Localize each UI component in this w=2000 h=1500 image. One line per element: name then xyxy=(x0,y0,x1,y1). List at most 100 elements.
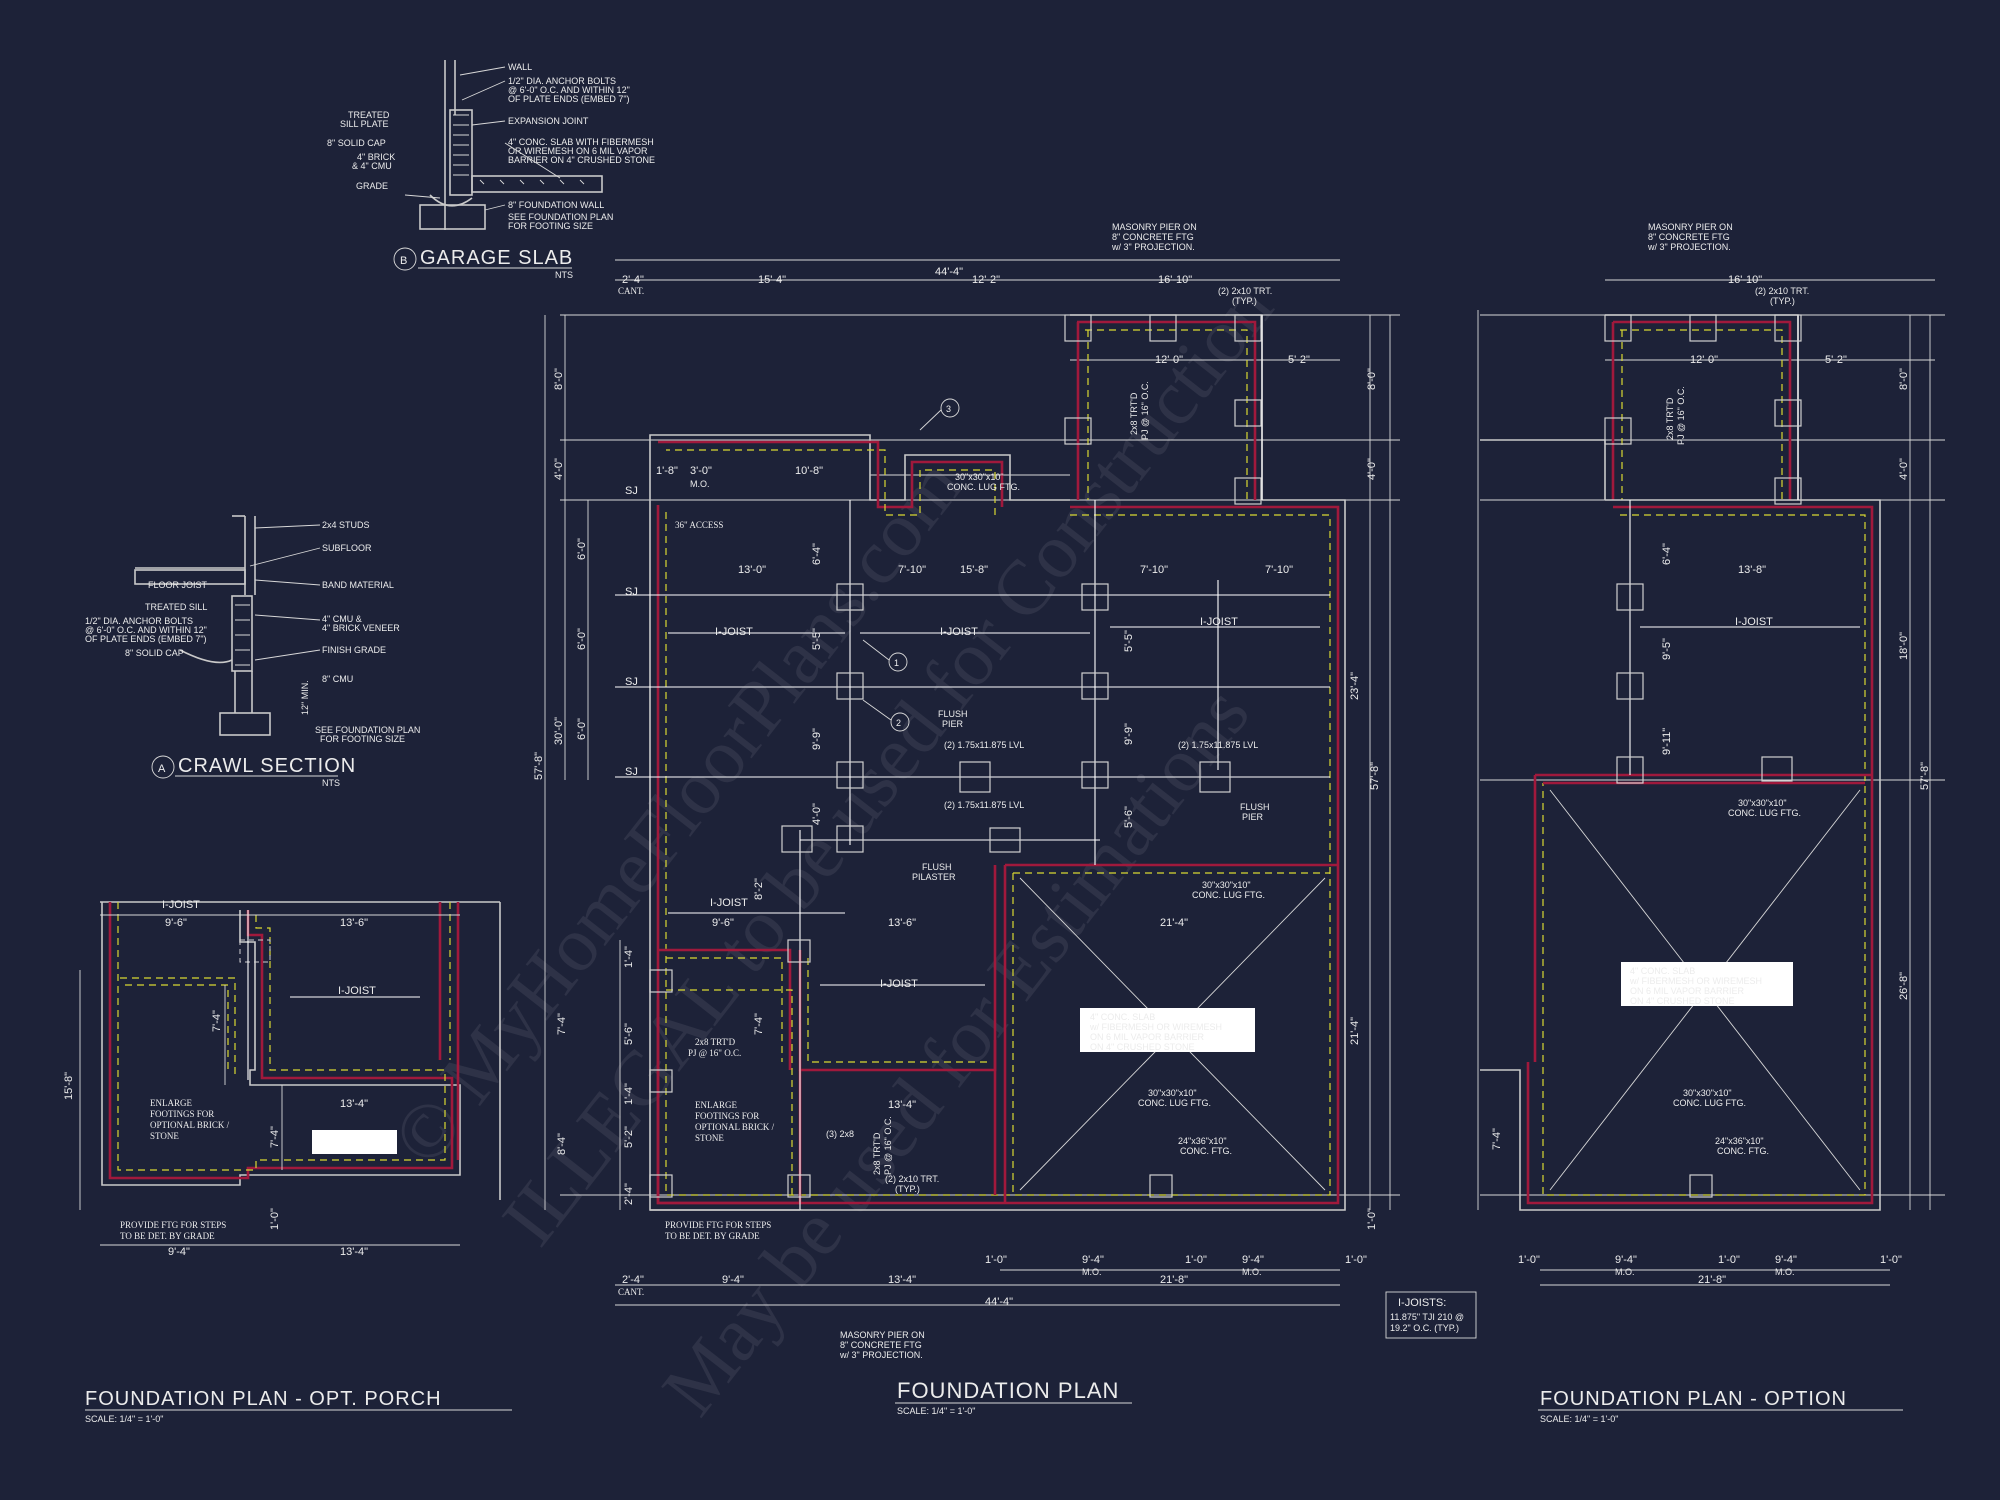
mp-dim-108: 10'-8" xyxy=(795,465,823,477)
gs-note-slab-1: 4" CONC. SLAB WITH FIBERMESH xyxy=(508,137,654,147)
mp-enlarge-2: FOOTINGS FOR xyxy=(695,1111,759,1121)
mp-dim-64: 6'-4" xyxy=(811,543,823,565)
mp-flush-pier2-2: PIER xyxy=(1242,812,1264,822)
gs-left-brick: 4" BRICK xyxy=(357,152,395,162)
mp-dim-214r: 21'-4" xyxy=(1349,1017,1361,1045)
gs-note-wall: WALL xyxy=(508,62,532,72)
mp-slab-3: ON 6 MIL VAPOR BARRIER xyxy=(1090,1032,1205,1042)
mp-dim-overall-top: 44'-4" xyxy=(935,266,963,278)
op-dim-95: 9'-5" xyxy=(1661,638,1673,660)
option-title: FOUNDATION PLAN - OPTION xyxy=(1540,1388,1847,1410)
mp-dim-94d: 9'-4" xyxy=(1242,1254,1264,1266)
mp-dim-710b: 7'-10" xyxy=(1140,564,1168,576)
mp-slab-1: 4" CONC. SLAB xyxy=(1090,1012,1155,1022)
mp-dim-122: 12'-2" xyxy=(972,274,1000,286)
op-pj-1: 2x8 TRT'D xyxy=(1665,397,1675,440)
mp-dim-710c: 7'-10" xyxy=(1265,564,1293,576)
mp-mo-b2: M.O. xyxy=(1242,1267,1262,1277)
cs-left-bolts-2: @ 6'-0" O.C. AND WITHIN 12" xyxy=(85,625,207,635)
porch-dim-74b: 7'-4" xyxy=(269,1126,281,1148)
option-scale: SCALE: 1/4" = 1'-0" xyxy=(1540,1414,1618,1424)
mp-dim-96: 9'-6" xyxy=(712,917,734,929)
mp-pier-bot-1: MASONRY PIER ON xyxy=(840,1330,925,1340)
cs-left-bolts-3: OF PLATE ENDS (EMBED 7") xyxy=(85,634,207,644)
mp-dim-cant-bot: 2'-4" xyxy=(622,1274,644,1286)
option-plan: 16'-10" 12'-0" 5'-2" 13'-8" I-JOIST 21'-… xyxy=(1477,222,1945,1424)
porch-steps-1: PROVIDE FTG FOR STEPS xyxy=(120,1220,226,1230)
mp-trt-bot-1: (2) 2x10 TRT. xyxy=(885,1174,939,1184)
mp-lug1-1: 30"x30"x10" xyxy=(955,472,1004,482)
mp-flush-pier-1: FLUSH xyxy=(938,709,968,719)
mp-dim-14a: 1'-4" xyxy=(623,946,635,968)
mp-joist-5: I-JOIST xyxy=(880,978,918,990)
op-dim-138: 13'-8" xyxy=(1738,564,1766,576)
op-lug2-2: CONC. LUG FTG. xyxy=(1673,1098,1746,1108)
mp-dim-55a: 5'-5" xyxy=(811,628,823,650)
op-dim-10a: 1'-0" xyxy=(1518,1254,1540,1266)
mp-dim-40r: 4'-0" xyxy=(1366,458,1378,480)
porch-dim-136: 13'-6" xyxy=(340,917,368,929)
mp-dim-84: 8'-4" xyxy=(556,1133,568,1155)
mp-enlarge-1: ENLARGE xyxy=(695,1100,737,1110)
op-slab-1: 4" CONC. SLAB xyxy=(1630,966,1695,976)
op-dim-74: 7'-4" xyxy=(1491,1128,1503,1150)
mp-dim-80r: 8'-0" xyxy=(1366,368,1378,390)
mp-lug3-2: CONC. LUG FTG. xyxy=(1138,1098,1211,1108)
mp-dim-10a: 1'-0" xyxy=(985,1254,1007,1266)
mp-joist-4: I-JOIST xyxy=(710,897,748,909)
mp-trt-top-2: (TYP.) xyxy=(1232,296,1257,306)
op-pj-2: PJ @ 16" O.C. xyxy=(1676,386,1686,445)
mp-dim-10r: 1'-0" xyxy=(1366,1208,1378,1230)
mp-flush-pier2-1: FLUSH xyxy=(1240,802,1270,812)
main-scale: SCALE: 1/4" = 1'-0" xyxy=(897,1406,975,1416)
mp-sj-2: SJ xyxy=(625,586,638,598)
mp-dim-82: 8'-2" xyxy=(753,878,765,900)
op-ftg24-1: 24"x36"x10" xyxy=(1715,1136,1764,1146)
mp-slab-2: w/ FIBERMESH OR WIREMESH xyxy=(1089,1022,1222,1032)
op-dim-94a: 9'-4" xyxy=(1615,1254,1637,1266)
mp-joist-2: I-JOIST xyxy=(940,626,978,638)
mp-dim-52l: 5'-2" xyxy=(623,1126,635,1148)
op-dim-80: 8'-0" xyxy=(1898,368,1910,390)
mp-dim-40i: 4'-0" xyxy=(811,803,823,825)
mp-dim-99a: 9'-9" xyxy=(811,728,823,750)
gs-note-fwall: 8" FOUNDATION WALL xyxy=(508,200,604,210)
mp-dim-214: 21'-4" xyxy=(1160,917,1188,929)
mp-ftg24-1: 24"x36"x10" xyxy=(1178,1136,1227,1146)
mp-flush-pil-2: PILASTER xyxy=(912,872,956,882)
mp-lug3-1: 30"x30"x10" xyxy=(1148,1088,1197,1098)
ijoist-note-2: 19.2" O.C. (TYP.) xyxy=(1390,1323,1459,1333)
op-dim-218: 21'-8" xyxy=(1698,1274,1726,1286)
gs-left-treated: TREATED xyxy=(348,110,390,120)
porch-enlarge-2: FOOTINGS FOR xyxy=(150,1109,214,1119)
mp-dim-218: 21'-8" xyxy=(1160,1274,1188,1286)
cs-note-see-2: FOR FOOTING SIZE xyxy=(320,734,405,744)
gs-left-cmu: & 4" CMU xyxy=(352,161,392,171)
op-lug-1: 30"x30"x10" xyxy=(1738,798,1787,808)
mp-dim-10c: 1'-0" xyxy=(1345,1254,1367,1266)
gs-nts: NTS xyxy=(555,270,573,280)
mp-dim-134b: 13'-4" xyxy=(888,1274,916,1286)
op-dim-52: 5'-2" xyxy=(1825,354,1847,366)
mp-dim-80l: 8'-0" xyxy=(553,368,565,390)
mp-cant-bot: CANT. xyxy=(618,1287,644,1297)
op-slab-4: ON 4" CRUSHED STONE xyxy=(1630,996,1735,1006)
mp-pier-bot-3: w/ 3" PROJECTION. xyxy=(839,1350,923,1360)
mp-steps-1: PROVIDE FTG FOR STEPS xyxy=(665,1220,771,1230)
mp-dim-94c: 9'-4" xyxy=(1082,1254,1104,1266)
mp-dim-74i: 7'-4" xyxy=(753,1013,765,1035)
mp-lvl-3: (2) 1.75x11.875 LVL xyxy=(944,800,1024,810)
op-dim-911: 9'-11" xyxy=(1661,728,1673,755)
op-dim-94b: 9'-4" xyxy=(1775,1254,1797,1266)
porch-title: FOUNDATION PLAN - OPT. PORCH xyxy=(85,1388,442,1410)
cs-left-bolts-1: 1/2" DIA. ANCHOR BOLTS xyxy=(85,616,193,626)
mp-joist-3: I-JOIST xyxy=(1200,616,1238,628)
gs-title: GARAGE SLAB xyxy=(420,247,573,269)
mp-dim-74: 7'-4" xyxy=(556,1013,568,1035)
mp-lvl-1: (2) 1.75x11.875 LVL xyxy=(944,740,1024,750)
op-dim-40: 4'-0" xyxy=(1898,458,1910,480)
porch-dim-158: 15'-8" xyxy=(63,1072,75,1100)
mp-cant-top: CANT. xyxy=(618,286,644,296)
porch-dim-134a: 13'-4" xyxy=(340,1098,368,1110)
porch-enlarge-1: ENLARGE xyxy=(150,1098,192,1108)
